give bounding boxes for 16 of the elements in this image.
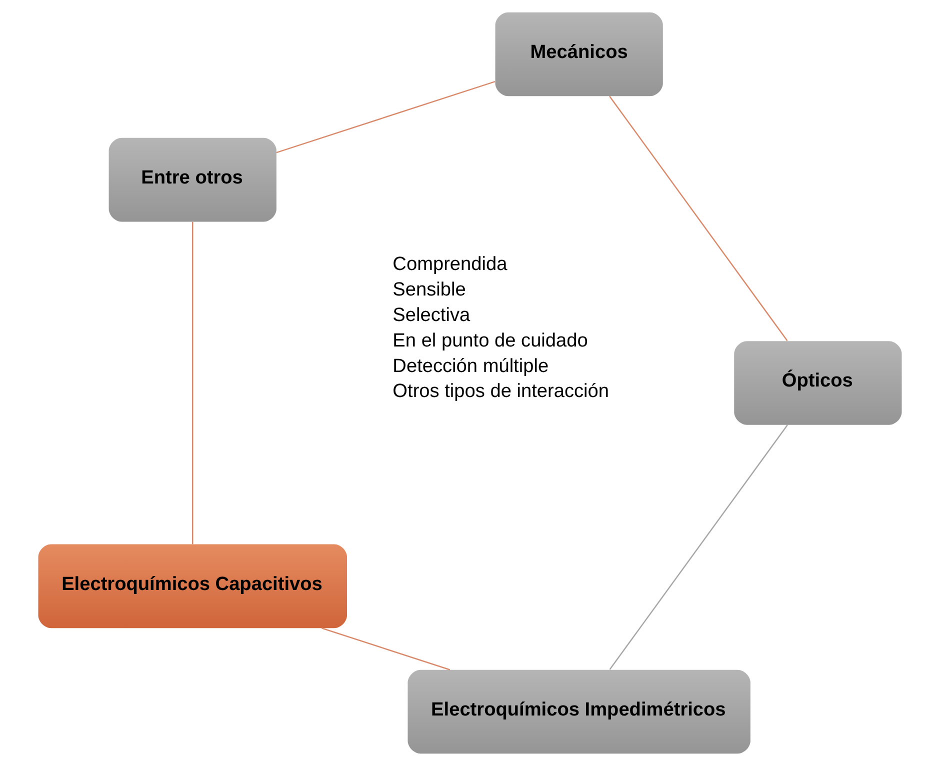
- connector: [608, 424, 788, 670]
- connector: [321, 628, 450, 670]
- node-box: Electroquímicos Impedimétricos: [407, 670, 750, 754]
- label: Comprendida: [392, 254, 507, 275]
- label: Selectiva: [392, 304, 470, 326]
- label: Detección múltiple: [392, 356, 548, 377]
- node-box: Mecánicos: [494, 12, 662, 96]
- connector: [191, 222, 193, 544]
- label: En el punto de cuidado: [392, 330, 588, 352]
- node-box: Entre otros: [108, 138, 276, 222]
- connector: [276, 80, 495, 154]
- label: Sensible: [392, 279, 466, 300]
- connector: [608, 96, 788, 342]
- label: Otros tipos de interacción: [392, 381, 609, 402]
- node-box: Electroquímicos Capacitivos: [38, 544, 346, 628]
- node-box: Ópticos: [734, 341, 902, 425]
